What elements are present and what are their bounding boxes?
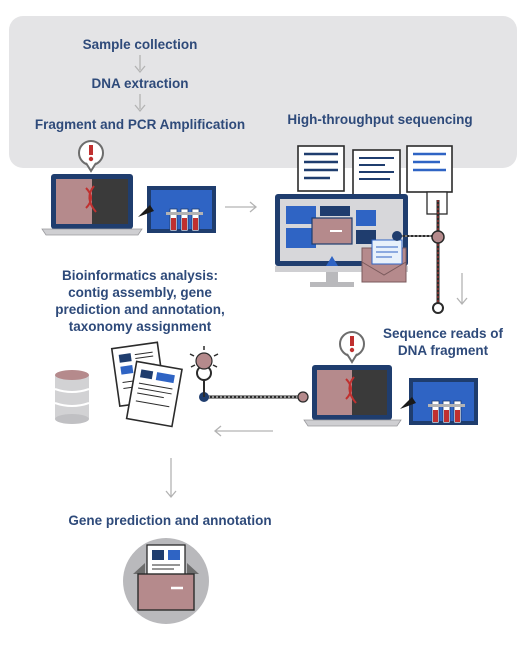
step-high-throughput-sequencing: High-throughput sequencing [287,112,473,127]
database-icon [54,370,90,424]
arrow-left-to-bioinformatics [213,425,273,437]
test-tube-tray-icon [138,186,216,233]
step-gene-prediction: Gene prediction and annotation [68,513,272,528]
alert-bubble-icon-2 [339,331,365,364]
step-sample-collection: Sample collection [82,37,198,52]
annotation-box-icon [123,538,209,624]
step-fragment-pcr: Fragment and PCR Amplification [34,117,246,132]
arrow-down-1 [134,55,146,74]
pin-node-icon [189,346,309,403]
test-tube-tray-icon-2 [400,378,478,425]
step-dna-extraction: DNA extraction [91,76,189,91]
arrow-down-to-reads [456,273,468,306]
step-sequence-reads: Sequence reads of DNA fragment [382,326,504,358]
sequencing-workstation-icon [275,145,453,314]
paper-stack-right [406,145,453,215]
arrow-down-2 [134,94,146,113]
documents-icon [110,341,183,428]
arrow-down-to-gene-prediction [165,458,177,499]
laptop-dna-icon-2 [303,365,402,427]
alert-bubble-icon [78,140,104,173]
laptop-dna-icon [41,174,143,236]
step-bioinformatics-analysis: Bioinformatics analysis: contig assembly… [55,268,225,334]
arrow-right-to-sequencer [225,201,258,213]
paper-stack-left [297,145,345,192]
